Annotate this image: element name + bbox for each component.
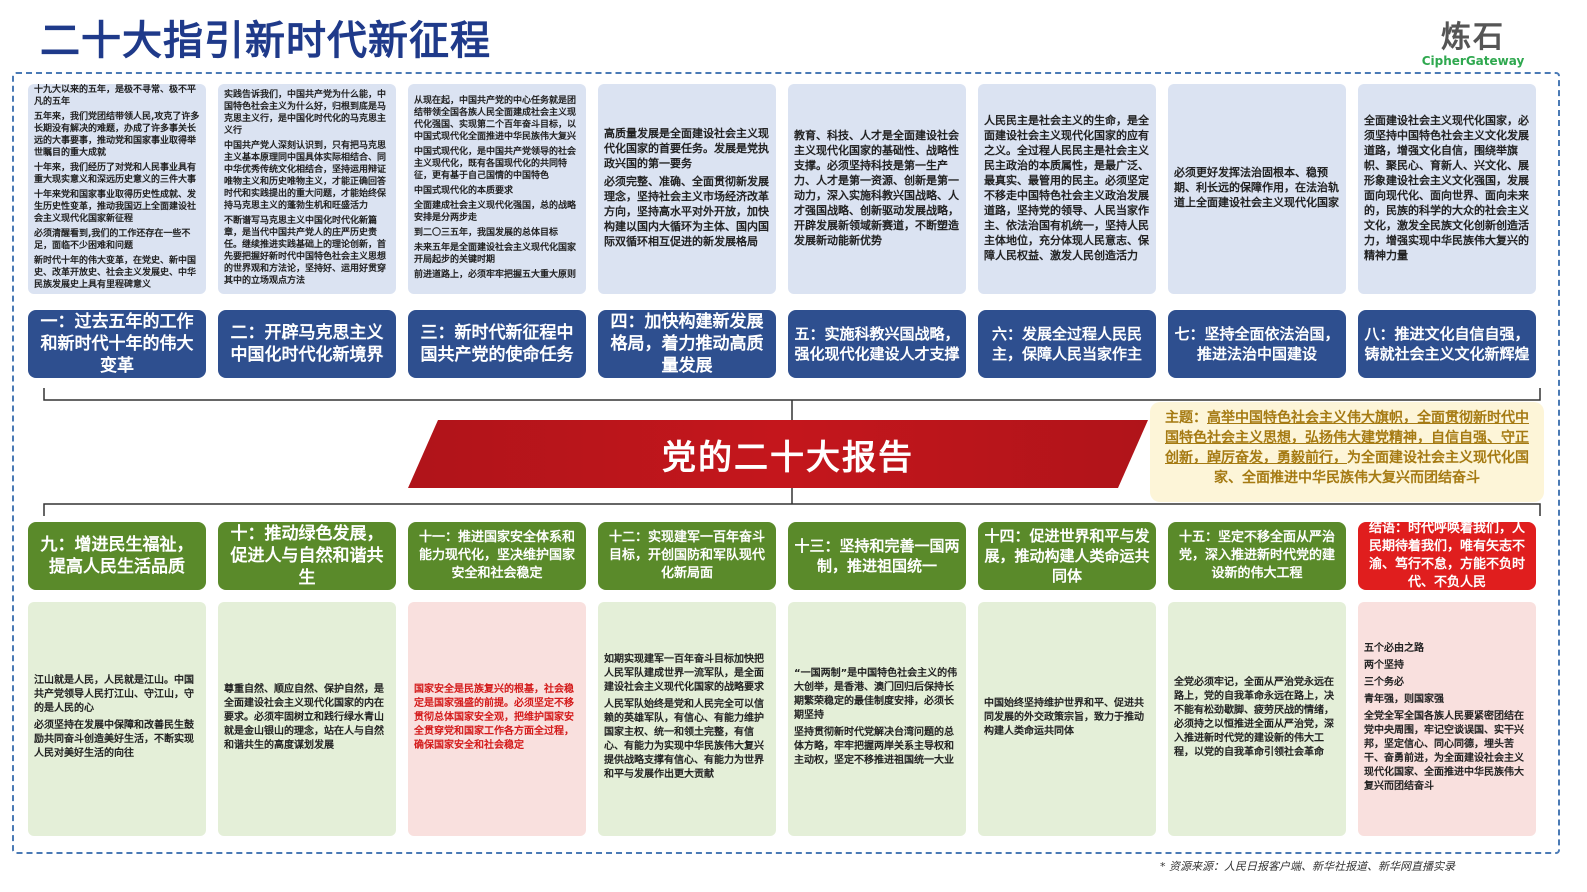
theme-highlight: 高举中国特色社会主义伟大旗帜，全面贯彻新时代中国特色社会主义思想，弘扬伟大建党精… bbox=[1165, 410, 1529, 466]
section-8-para: 全面建设社会主义现代化国家，必须坚持中国特色社会主义文化发展道路，增强文化自信，… bbox=[1364, 113, 1529, 262]
section-9-text: 江山就是人民，人民就是江山。中国共产党领导人民打江山、守江山，守的是人民的心 必… bbox=[28, 602, 206, 836]
section-2-para: 不断谱写马克思主义中国化时代化新篇章，是当代中国共产党人的庄严历史责任。继续推进… bbox=[224, 215, 387, 286]
section-4-text: 高质量发展是全面建设社会主义现代化国家的首要任务。发展是党执政兴国的第一要务 必… bbox=[598, 84, 776, 294]
conclusion-para: 两个坚持 bbox=[1364, 659, 1404, 671]
section-12-para: 人民军队始终是党和人民完全可以信赖的英雄军队，有信心、有能力维护国家主权、统一和… bbox=[604, 699, 764, 780]
section-11-header: 十一：推进国家安全体系和能力现代化，坚决维护国家安全和社会稳定 bbox=[408, 522, 586, 590]
section-12-para: 如期实现建军一百年奋斗目标加快把人民军队建成世界一流军队，是全面建设社会主义现代… bbox=[604, 654, 764, 693]
section-3-para: 未来五年是全面建设社会主义现代化国家开局起步的关键时期 bbox=[414, 242, 577, 265]
section-3-para: 从现在起，中国共产党的中心任务就是团结带领全国各族人民全面建成社会主义现代化强国… bbox=[414, 95, 577, 142]
section-13-text: “一国两制”是中国特色社会主义的伟大创举，是香港、澳门回归后保持长期繁荣稳定的最… bbox=[788, 602, 966, 836]
report-title: 党的二十大报告 bbox=[662, 437, 914, 478]
section-15-para: 全党必须牢记，全面从严治党永远在路上，党的自我革命永远在路上，决不能有松劲歇脚、… bbox=[1174, 676, 1334, 758]
section-10-text: 尊重自然、顺应自然、保护自然，是全面建设社会主义现代化国家的内在要求。必须牢固树… bbox=[218, 602, 396, 836]
section-15-text: 全党必须牢记，全面从严治党永远在路上，党的自我革命永远在路上，决不能有松劲歇脚、… bbox=[1168, 602, 1346, 836]
section-1-para: 十九大以来的五年，是极不寻常、极不平凡的五年 bbox=[34, 85, 197, 107]
section-11-text: 国家安全是民族复兴的根基，社会稳定是国家强盛的前提。必须坚定不移贯彻总体国家安全… bbox=[408, 602, 586, 836]
section-13-para: “一国两制”是中国特色社会主义的伟大创举，是香港、澳门回归后保持长期繁荣稳定的最… bbox=[794, 668, 958, 721]
theme-label: 主题： bbox=[1165, 410, 1207, 426]
section-1-header: 一：过去五年的工作和新时代十年的伟大变革 bbox=[28, 310, 206, 378]
section-6-text: 人民民主是社会主义的生命，是全面建设社会主义现代化国家的应有之义。全过程人民民主… bbox=[978, 84, 1156, 294]
section-10-para: 尊重自然、顺应自然、保护自然，是全面建设社会主义现代化国家的内在要求。必须牢固树… bbox=[224, 683, 384, 751]
logo: 炼石 CipherGateway bbox=[1418, 22, 1528, 74]
section-3-text: 从现在起，中国共产党的中心任务就是团结带领全国各族人民全面建成社会主义现代化强国… bbox=[408, 84, 586, 294]
conclusion-para: 全党全军全国各族人民要紧密团结在党中央周围，牢记空谈误国、实干兴邦，坚定信心、同… bbox=[1364, 710, 1524, 792]
dashed-frame bbox=[12, 72, 1560, 854]
section-3-para: 中国式现代化的本质要求 bbox=[414, 185, 514, 196]
section-6-para: 人民民主是社会主义的生命，是全面建设社会主义现代化国家的应有之义。全过程人民民主… bbox=[984, 113, 1149, 262]
section-9-para: 江山就是人民，人民就是江山。中国共产党领导人民打江山、守江山，守的是人民的心 bbox=[34, 675, 194, 714]
conclusion-para: 五个必由之路 bbox=[1364, 642, 1424, 654]
section-7-text: 必须更好发挥法治固根本、稳预期、利长远的保障作用，在法治轨道上全面建设社会主义现… bbox=[1168, 84, 1346, 294]
section-11-para: 国家安全是民族复兴的根基，社会稳定是国家强盛的前提。必须坚定不移贯彻总体国家安全… bbox=[414, 683, 574, 751]
section-5-text: 教育、科技、人才是全面建设社会主义现代化国家的基础性、战略性支撑。必须坚持科技是… bbox=[788, 84, 966, 294]
section-3-para: 中国式现代化，是中国共产党领导的社会主义现代化，既有各国现代化的共同特征，更有基… bbox=[414, 146, 577, 181]
section-13-header: 十三：坚持和完善一国两制，推进祖国统一 bbox=[788, 522, 966, 590]
logo-sub-text: CipherGateway bbox=[1421, 54, 1525, 68]
section-4-para: 高质量发展是全面建设社会主义现代化国家的首要任务。发展是党执政兴国的第一要务 bbox=[604, 127, 769, 170]
section-3-para: 到二〇三五年，我国发展的总体目标 bbox=[414, 227, 559, 238]
report-banner bbox=[408, 420, 1148, 488]
section-3-para: 前进道路上，必须牢牢把握五大重大原则 bbox=[414, 269, 577, 280]
section-8-header: 八：推进文化自信自强，铸就社会主义文化新辉煌 bbox=[1358, 310, 1536, 378]
section-2-text: 实践告诉我们，中国共产党为什么能，中国特色社会主义为什么好，归根到底是马克思主义… bbox=[218, 84, 396, 294]
section-13-para: 坚持贯彻新时代党解决台湾问题的总体方略，牢牢把握两岸关系主导权和主动权，坚定不移… bbox=[794, 727, 954, 766]
section-8-text: 全面建设社会主义现代化国家，必须坚持中国特色社会主义文化发展道路，增强文化自信，… bbox=[1358, 84, 1536, 294]
section-7-para: 必须更好发挥法治固根本、稳预期、利长远的保障作用，在法治轨道上全面建设社会主义现… bbox=[1174, 166, 1339, 209]
section-7-header: 七：坚持全面依法治国，推进法治中国建设 bbox=[1168, 310, 1346, 378]
section-2-para: 中国共产党人深刻认识到，只有把马克思主义基本原理同中国具体实际相结合、同中华优秀… bbox=[224, 140, 387, 211]
section-1-para: 十年来，我们经历了对党和人民事业具有重大现实意义和深远历史意义的三件大事 bbox=[34, 163, 197, 185]
theme-rest: 为全面建设社会主义现代化国家、全面推进中华民族伟大复兴而团结奋斗 bbox=[1214, 450, 1529, 486]
section-14-header: 十四：促进世界和平与发展，推动构建人类命运共同体 bbox=[978, 522, 1156, 590]
section-1-para: 必须清醒看到,我们的工作还存在一些不足，面临不少困难和问题 bbox=[34, 229, 191, 251]
section-14-text: 中国始终坚持维护世界和平、促进共同发展的外交政策宗旨，致力于推动构建人类命运共同… bbox=[978, 602, 1156, 836]
section-4-para: 必须完整、准确、全面贯彻新发展理念，坚持社会主义市场经济改革方向，坚持高水平对外… bbox=[604, 175, 769, 248]
section-2-para: 实践告诉我们，中国共产党为什么能，中国特色社会主义为什么好，归根到底是马克思主义… bbox=[224, 89, 387, 136]
section-10-header: 十：推动绿色发展，促进人与自然和谐共生 bbox=[218, 522, 396, 590]
section-3-para: 全面建成社会主义现代化强国，总的战略安排是分两步走 bbox=[414, 200, 577, 223]
section-3-header: 三：新时代新征程中国共产党的使命任务 bbox=[408, 310, 586, 378]
logo-main-text: 炼石 bbox=[1441, 20, 1505, 55]
section-12-text: 如期实现建军一百年奋斗目标加快把人民军队建成世界一流军队，是全面建设社会主义现代… bbox=[598, 602, 776, 836]
section-5-para: 教育、科技、人才是全面建设社会主义现代化国家的基础性、战略性支撑。必须坚持科技是… bbox=[794, 128, 959, 247]
section-1-text: 十九大以来的五年，是极不寻常、极不平凡的五年 五年来，我们党团结带领人民,攻克了… bbox=[28, 84, 206, 294]
conclusion-header: 结语：时代呼唤着我们，人民期待着我们，唯有矢志不渝、笃行不怠，方能不负时代、不负… bbox=[1358, 522, 1536, 590]
conclusion-para: 青年强，则国家强 bbox=[1364, 693, 1444, 705]
section-14-para: 中国始终坚持维护世界和平、促进共同发展的外交政策宗旨，致力于推动构建人类命运共同… bbox=[984, 697, 1144, 737]
page-title: 二十大指引新时代新征程 bbox=[40, 18, 491, 64]
section-5-header: 五：实施科教兴国战略，强化现代化建设人才支撑 bbox=[788, 310, 966, 378]
section-1-para: 十年来党和国家事业取得历史性成就、发生历史性变革，推动我国迈上全面建设社会主义现… bbox=[34, 190, 197, 224]
conclusion-para: 三个务必 bbox=[1364, 676, 1404, 688]
conclusion-text: 五个必由之路 两个坚持 三个务必 青年强，则国家强 全党全军全国各族人民要紧密团… bbox=[1358, 602, 1536, 836]
section-12-header: 十二：实现建军一百年奋斗目标，开创国防和军队现代化新局面 bbox=[598, 522, 776, 590]
section-1-para: 五年来，我们党团结带领人民,攻克了许多长期没有解决的难题，办成了许多事关长远的大… bbox=[34, 112, 200, 158]
theme-box: 主题：高举中国特色社会主义伟大旗帜，全面贯彻新时代中国特色社会主义思想，弘扬伟大… bbox=[1150, 402, 1544, 502]
section-9-para: 必须坚持在发展中保障和改善民生鼓励共同奋斗创造美好生活，不断实现人民对美好生活的… bbox=[34, 720, 194, 759]
section-6-header: 六：发展全过程人民民主，保障人民当家作主 bbox=[978, 310, 1156, 378]
source-note: * 资源来源：人民日报客户端、新华社报道、新华网直播实录 bbox=[1160, 860, 1455, 873]
section-15-header: 十五：坚定不移全面从严治党，深入推进新时代党的建设新的伟大工程 bbox=[1168, 522, 1346, 590]
section-2-header: 二：开辟马克思主义中国化时代化新境界 bbox=[218, 310, 396, 378]
section-4-header: 四：加快构建新发展格局，着力推动高质量发展 bbox=[598, 310, 776, 378]
section-9-header: 九：增进民生福祉，提高人民生活品质 bbox=[28, 522, 206, 590]
section-1-para: 新时代十年的伟大变革，在党史、新中国史、改革开放史、社会主义发展史、中华民族发展… bbox=[34, 256, 197, 290]
